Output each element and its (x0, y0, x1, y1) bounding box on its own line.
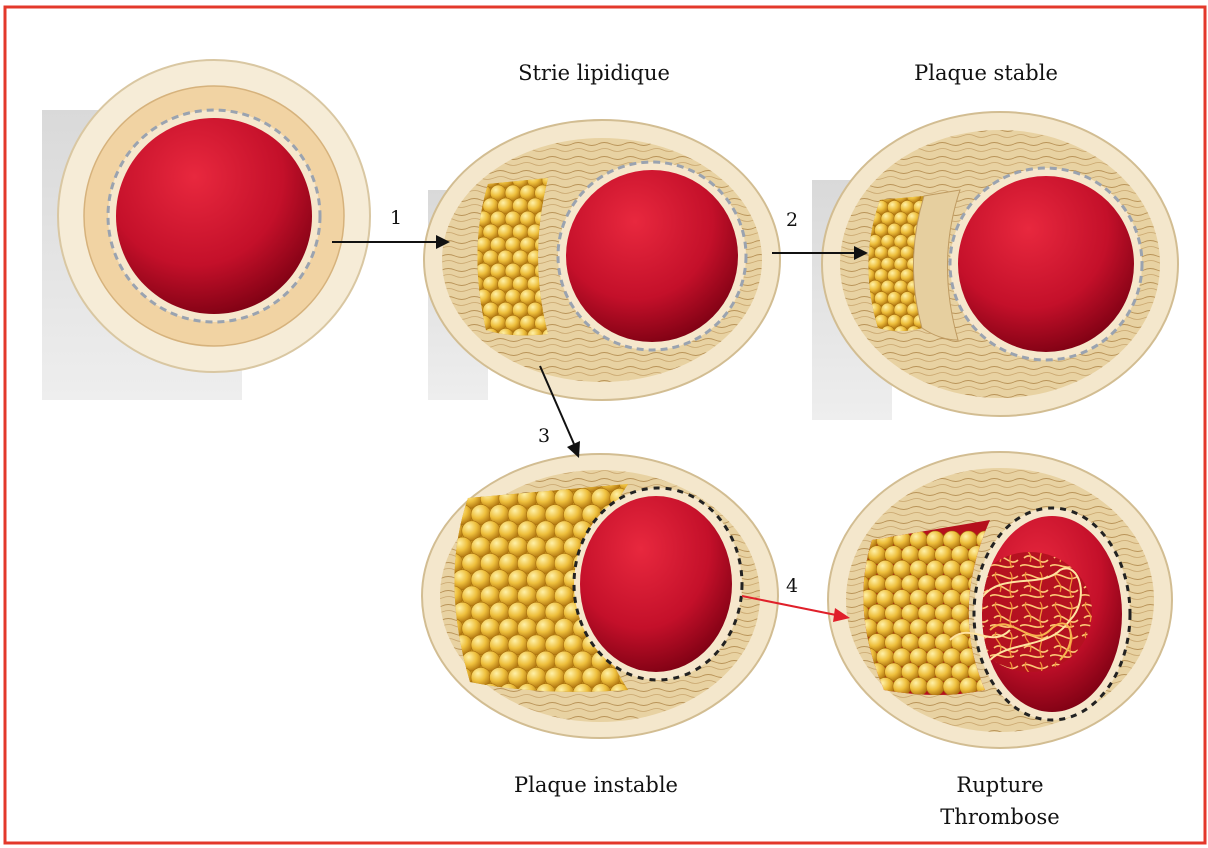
rupture-thrombosis-artery: Rupture Thrombose (828, 452, 1172, 829)
unstable-plaque-artery: Plaque instable (422, 454, 778, 797)
label-plaque-stable: Plaque stable (914, 61, 1058, 85)
fatty-streak-artery: Strie lipidique (424, 61, 780, 400)
label-plaque-instable: Plaque instable (514, 773, 678, 797)
arrow-2-label: 2 (786, 209, 798, 231)
lipid-droplet (926, 678, 944, 696)
lipid-droplet (443, 488, 463, 508)
stable-plaque-artery: Plaque stable (812, 61, 1178, 420)
label-thrombose: Thrombose (940, 805, 1059, 829)
arrow-1-label: 1 (390, 207, 402, 229)
normal-artery (42, 60, 370, 400)
arrow-4-label: 4 (786, 575, 798, 597)
lipid-droplet (443, 684, 463, 704)
lipid-droplet (943, 678, 961, 696)
arrow-3-label: 3 (538, 425, 550, 447)
blood-lumen (958, 176, 1134, 352)
label-rupture: Rupture (956, 773, 1043, 797)
lipid-droplet (910, 678, 928, 696)
blood-lumen (580, 496, 732, 672)
label-strie-lipidique: Strie lipidique (518, 61, 670, 85)
blood-lumen (566, 170, 738, 342)
blood-lumen (116, 118, 312, 314)
lipid-droplet (434, 472, 454, 492)
lipid-droplet (453, 472, 473, 492)
